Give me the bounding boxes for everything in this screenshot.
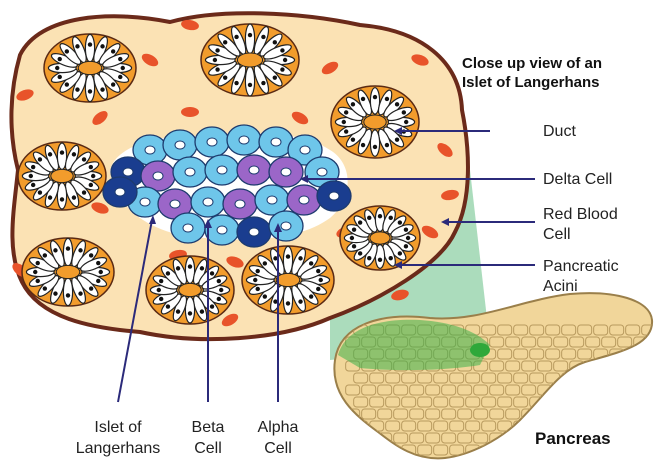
- diagram-title-line2: Islet of Langerhans: [462, 74, 600, 91]
- red-blood-cell: [181, 107, 199, 117]
- acinus: [18, 142, 106, 210]
- label-beta-line2: Cell: [194, 440, 222, 457]
- acinus: [201, 24, 299, 96]
- label-red-blood-cell-line2: Cell: [543, 226, 571, 243]
- acinus: [146, 256, 234, 324]
- label-alpha-line1: Alpha: [258, 419, 299, 436]
- label-delta-cell: Delta Cell: [543, 171, 612, 188]
- diagram-title-line1: Close up view of an: [462, 55, 602, 72]
- label-alpha-line2: Cell: [264, 440, 292, 457]
- label-islet-line1: Islet of: [94, 419, 142, 436]
- label-beta-line1: Beta: [192, 419, 225, 436]
- label-pancreatic-acini-line1: Pancreatic: [543, 258, 619, 275]
- label-red-blood-cell-line1: Red Blood: [543, 206, 618, 223]
- label-islet-line2: Langerhans: [76, 440, 161, 457]
- label-duct: Duct: [543, 123, 576, 140]
- label-pancreas: Pancreas: [535, 429, 611, 448]
- label-pancreatic-acini-line2: Acini: [543, 278, 578, 295]
- acinus: [331, 86, 419, 158]
- acinus: [44, 34, 136, 102]
- acinus: [242, 246, 334, 314]
- acinus: [22, 238, 114, 306]
- acinus: [340, 206, 420, 270]
